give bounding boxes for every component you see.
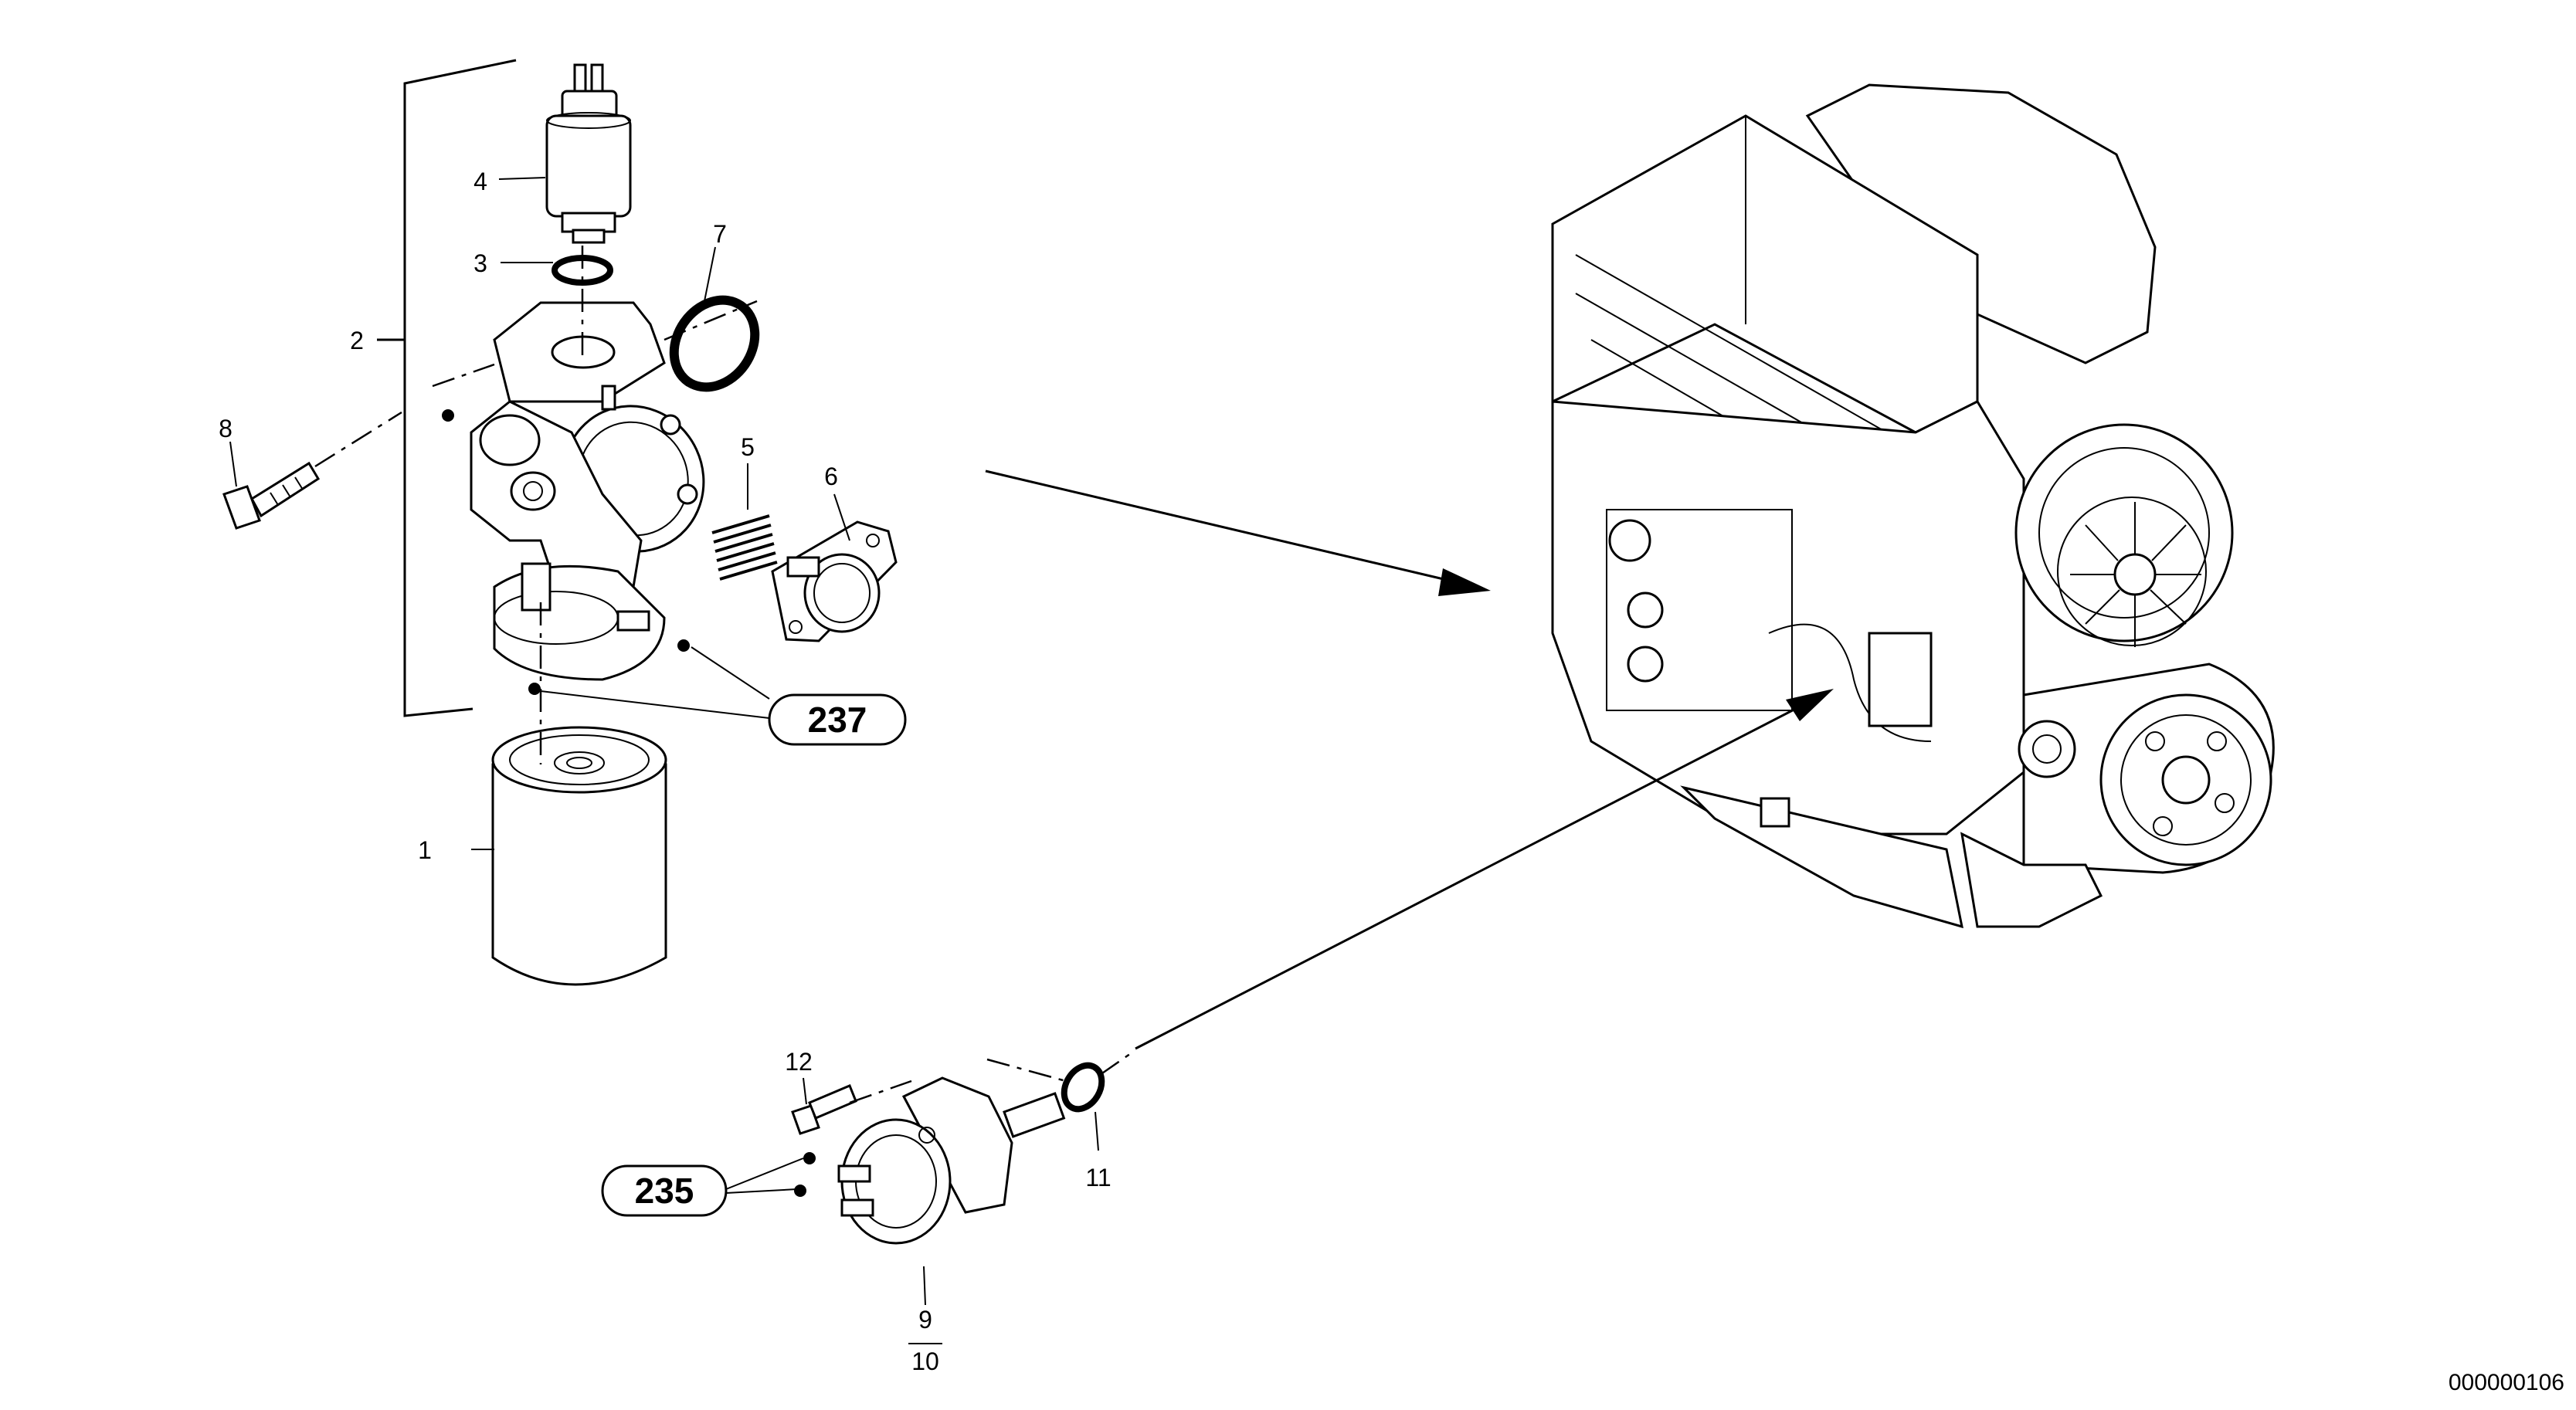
location-arrows (985, 469, 1834, 1050)
spring (711, 514, 778, 581)
callout-12: 12 (785, 1048, 813, 1076)
pressure-switch (545, 63, 632, 244)
assembly-centerlines (314, 246, 1136, 1104)
reference-bubble-235: 235 (601, 1164, 728, 1217)
bolt (222, 461, 321, 530)
leader-lines (229, 177, 1099, 1344)
engine-assembly (1551, 83, 2275, 929)
callout-1: 1 (418, 836, 432, 864)
callout-4: 4 (473, 168, 487, 195)
drawing-code: 000000106 (2449, 1370, 2564, 1395)
reference-bubble-237: 237 (768, 693, 907, 746)
reference-label-237: 237 (808, 700, 867, 740)
oil-filter (491, 726, 667, 986)
fuel-pump (837, 1076, 1066, 1245)
o-ring-large (669, 295, 760, 392)
callout-5: 5 (741, 433, 755, 461)
callout-11: 11 (1085, 1164, 1111, 1191)
callout-2: 2 (350, 327, 364, 354)
small-bolt (791, 1084, 857, 1135)
callout-3: 3 (473, 249, 487, 277)
callout-8: 8 (219, 415, 232, 442)
callout-7: 7 (713, 220, 727, 248)
callout-9: 9 (918, 1306, 932, 1334)
callout-6: 6 (824, 463, 838, 490)
reference-label-235: 235 (635, 1171, 694, 1211)
callout-10: 10 (911, 1347, 939, 1375)
filter-head-housing (470, 301, 705, 681)
valve-cover (771, 520, 898, 642)
seal-ring (1061, 1062, 1105, 1113)
callout-labels: 1 2 3 4 5 6 7 8 9 10 11 12 (219, 168, 1112, 1375)
group-bracket (377, 59, 517, 717)
